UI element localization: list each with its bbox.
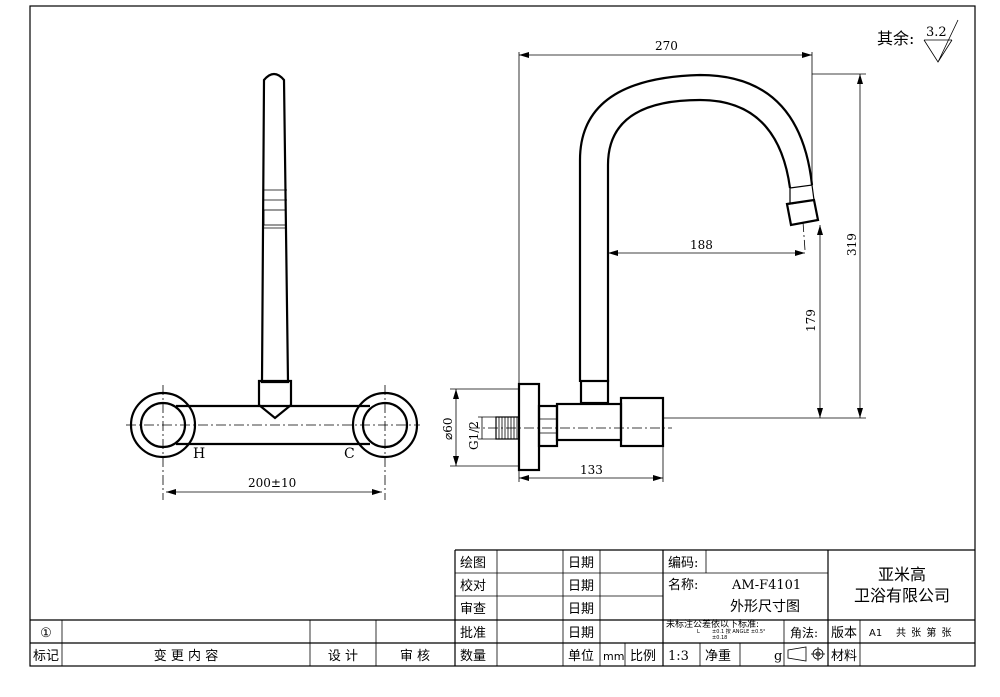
dim-total-width: 270 xyxy=(655,39,678,53)
hot-label: H xyxy=(193,446,205,462)
reviewed-label: 审查 xyxy=(460,602,486,617)
side-handle xyxy=(619,396,665,448)
weight-unit: g xyxy=(774,649,782,664)
net-weight-label: 净重 xyxy=(705,648,731,664)
scale-label: 比例 xyxy=(630,649,656,664)
material-label: 材料 xyxy=(831,649,857,664)
gooseneck-outer xyxy=(578,73,814,382)
title-block: 绘图 校对 审查 批准 数量 日期 日期 日期 日期 单位 mm 比例 1:3 … xyxy=(30,549,975,666)
design-label: 设 计 xyxy=(328,649,358,664)
dim-flange-dia: ⌀60 xyxy=(441,418,455,441)
date-label-4: 日期 xyxy=(568,626,594,641)
company-line-2: 卫浴有限公司 xyxy=(854,586,950,605)
change-content-label: 变 更 内 容 xyxy=(154,648,218,664)
side-flange xyxy=(517,382,541,472)
front-spout-tube xyxy=(260,72,290,384)
scale-value: 1:3 xyxy=(668,649,689,664)
date-label-2: 日期 xyxy=(568,579,594,594)
angle-label: 角法: xyxy=(790,626,818,640)
dim-reach: 188 xyxy=(690,238,713,252)
dim-body-length: 133 xyxy=(580,463,603,477)
quantity-label: 数量 xyxy=(460,649,486,664)
company-line-1: 亚米高 xyxy=(878,565,926,584)
checked-label: 校对 xyxy=(460,578,486,594)
code-label: 编码: xyxy=(668,556,698,571)
tolerance-note: 未标注公差依以下标准: xyxy=(666,618,759,630)
sheets-label: 共 张 第 张 xyxy=(896,626,953,639)
side-body xyxy=(555,402,623,442)
tolerance-detail-2: ±0.1 按 ANGLE ±0.5° xyxy=(712,628,766,635)
gooseneck-inner xyxy=(606,98,792,382)
tolerance-detail-3: ±0.18 xyxy=(712,635,727,641)
dim-height: 319 xyxy=(845,233,859,256)
aerator xyxy=(785,198,820,227)
projection-symbol-icon xyxy=(787,646,825,662)
roughness-value: 3.2 xyxy=(926,25,947,40)
unit-value: mm xyxy=(603,650,624,663)
side-view: 270 188 319 179 ⌀60 G1/2 133 xyxy=(441,39,866,482)
roughness-label: 其余: xyxy=(877,29,914,48)
revision-symbol: ① xyxy=(40,626,52,641)
mark-label: 标记 xyxy=(33,649,59,664)
unit-label: 单位 xyxy=(568,649,594,664)
approved-label: 批准 xyxy=(460,626,486,641)
cold-label: C xyxy=(344,446,355,462)
version-label: 版本 xyxy=(831,626,857,641)
date-label-1: 日期 xyxy=(568,556,594,571)
dim-spacing: 200±10 xyxy=(248,476,296,490)
part-number: AM-F4101 xyxy=(731,578,801,593)
front-spout-collar xyxy=(257,379,293,420)
date-label-3: 日期 xyxy=(568,602,594,617)
name-label: 名称: xyxy=(668,577,698,593)
drawing-title: 外形尺寸图 xyxy=(730,599,800,615)
front-view: H C 200±10 xyxy=(126,72,420,500)
drawing-border xyxy=(29,5,976,667)
version-value: A1 xyxy=(869,628,882,639)
audit-label: 审 核 xyxy=(400,649,430,664)
roughness-symbol-icon xyxy=(923,19,959,63)
dim-thread: G1/2 xyxy=(467,421,481,450)
drawn-label: 绘图 xyxy=(460,556,486,571)
roughness-note: 其余: 3.2 xyxy=(877,19,959,63)
dim-lower-height: 179 xyxy=(804,309,818,332)
tolerance-detail-1: L xyxy=(697,629,700,635)
